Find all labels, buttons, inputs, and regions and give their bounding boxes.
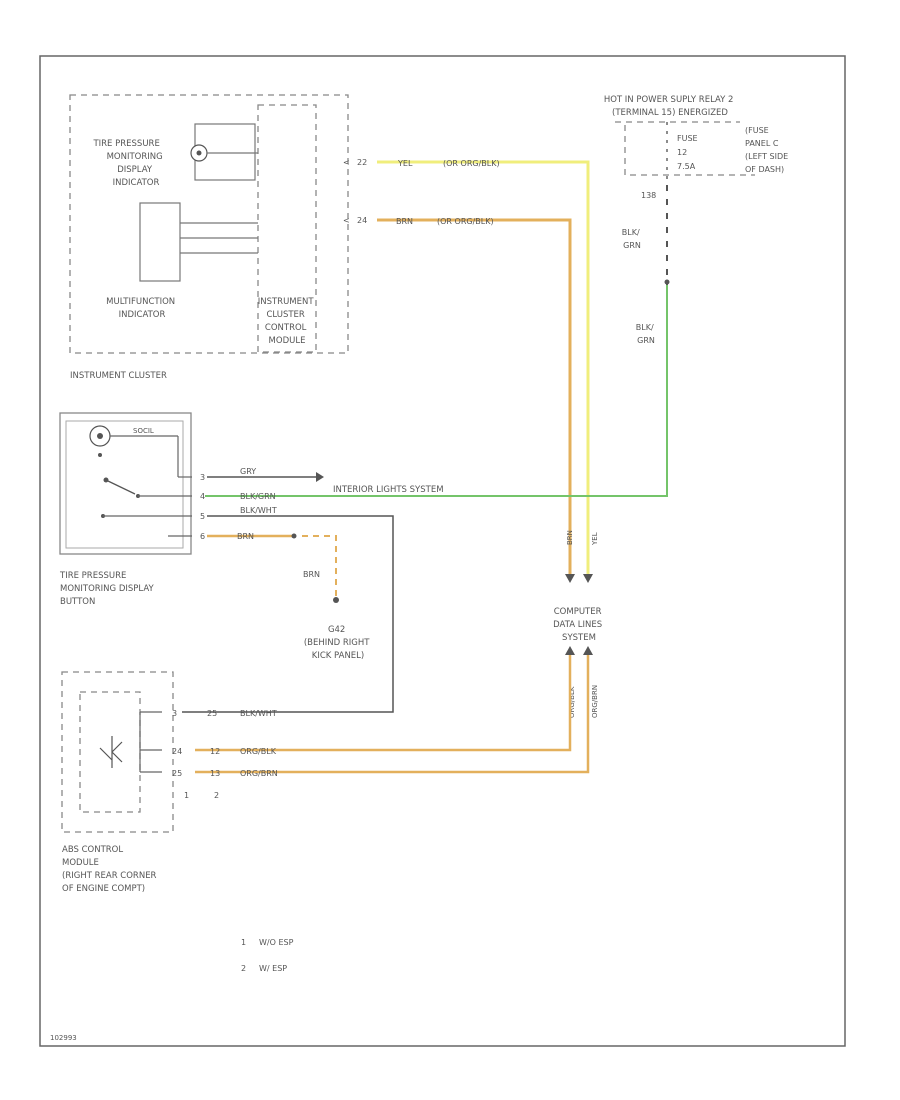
gry-wire-arrow xyxy=(316,472,324,482)
diagram-code: 102993 xyxy=(50,1034,77,1042)
tpms-lamp-icon-core xyxy=(196,150,202,156)
yellow-wire xyxy=(377,160,590,575)
tpms-display-button: SOCIL 3 4 5 6 TIRE PRESSURE MONITORING D… xyxy=(59,412,205,607)
cluster-control-module-outline xyxy=(257,104,317,353)
abs-pin-2: 24 xyxy=(172,747,182,756)
tpms-indicator-label: TIRE PRESSURE MONITORING DISPLAY INDICAT… xyxy=(92,139,165,188)
button-wires: GRY BLK/GRN BLK/WHT BRN BRN G42 (BEHIND … xyxy=(182,467,394,713)
ground-point xyxy=(333,597,339,603)
yellow-wire-alt: (OR ORG/BLK) xyxy=(443,159,500,168)
connector-out-left-arrow xyxy=(565,646,575,655)
fuse-panel-location: (FUSE PANEL C (LEFT SIDE OF DASH) xyxy=(745,126,791,174)
abs-module-outline xyxy=(61,671,174,833)
button-pin-2: 4 xyxy=(200,492,205,501)
button-lamp-label: SOCIL xyxy=(133,427,154,435)
blk-wht-wire xyxy=(182,515,394,713)
abs-control-module: 3 24 25 25 12 13 BLK/WHT ORG/BLK ORG/BRN… xyxy=(61,671,278,894)
multifunction-indicator-label: MULTIFUNCTION INDICATOR xyxy=(106,297,178,320)
abs-column-1: 1 xyxy=(184,791,189,800)
abs-pin-3-alt: 13 xyxy=(210,769,220,778)
abs-w2-label: ORG/BLK xyxy=(240,747,277,756)
cluster-pin-top: 22 xyxy=(357,158,367,167)
abs-pin-1: 3 xyxy=(172,709,177,718)
legend: 1 W/O ESP 2 W/ ESP xyxy=(241,938,294,973)
interior-lights-label: INTERIOR LIGHTS SYSTEM xyxy=(333,485,444,495)
button-lamp-terminal xyxy=(98,453,102,457)
cluster-pin-bottom: 24 xyxy=(357,216,367,225)
power-supply: HOT IN POWER SUPLY RELAY 2 (TERMINAL 15)… xyxy=(604,95,791,345)
computer-data-lines: BRN YEL COMPUTER DATA LINES SYSTEM ORG/B… xyxy=(195,530,605,774)
fuse-label: FUSE 12 7.5A xyxy=(677,134,700,171)
connector-in-right-arrow xyxy=(583,574,593,583)
connector-in-right-label: YEL xyxy=(591,532,599,546)
abs-pin-3: 25 xyxy=(172,769,182,778)
power-supply-label: HOT IN POWER SUPLY RELAY 2 (TERMINAL 15)… xyxy=(604,95,736,118)
legend-text-2: W/ ESP xyxy=(259,964,287,973)
abs-pin-2-alt: 12 xyxy=(210,747,220,756)
connector-out-right-label: ORG/BRN xyxy=(591,685,599,718)
gry-wire-label: GRY xyxy=(240,467,256,476)
cluster-pin-arrow-top: < xyxy=(343,158,350,167)
power-wire-color-1: BLK/ GRN xyxy=(622,228,642,250)
connector-in-left-label: BRN xyxy=(566,530,574,545)
connector-out-left-label: ORG/BLK xyxy=(568,686,576,718)
instrument-cluster: TIRE PRESSURE MONITORING DISPLAY INDICAT… xyxy=(69,94,367,381)
blk-grn-wire-label: BLK/GRN xyxy=(240,492,276,501)
instrument-cluster-name: INSTRUMENT CLUSTER xyxy=(70,371,167,381)
brn-wire-splice xyxy=(291,533,297,539)
abs-w3-label: ORG/BRN xyxy=(240,769,278,778)
tpms-button-outline xyxy=(59,412,192,555)
legend-number-2: 2 xyxy=(241,964,246,973)
switch-contact-left xyxy=(103,477,109,483)
tpms-button-name: TIRE PRESSURE MONITORING DISPLAY BUTTON xyxy=(59,571,156,607)
blk-wht-wire-label: BLK/WHT xyxy=(240,506,277,515)
multifunction-indicator-box xyxy=(139,202,181,282)
abs-module-name: ABS CONTROL MODULE (RIGHT REAR CORNER OF… xyxy=(62,845,159,894)
brn-wire-label: BRN xyxy=(237,532,254,541)
connector-in-left-arrow xyxy=(565,574,575,583)
abs-pin-1-alt: 25 xyxy=(207,709,217,718)
abs-column-2: 2 xyxy=(214,791,219,800)
ground-wire-label: BRN xyxy=(303,570,320,579)
abs-transceiver-symbol xyxy=(99,736,123,768)
ground-wire xyxy=(302,535,337,598)
circuit-number: 138 xyxy=(641,191,656,200)
connector-out-right-arrow xyxy=(583,646,593,655)
cluster-pin-arrow-bottom: < xyxy=(343,216,350,225)
diagram-frame xyxy=(39,55,846,1047)
org-brn-wire xyxy=(195,655,590,774)
org-blk-wire xyxy=(195,655,572,752)
data-lines-name: COMPUTER DATA LINES SYSTEM xyxy=(553,607,605,643)
cluster-control-module-label: INSTRUMENT CLUSTER CONTROL MODULE xyxy=(258,297,317,346)
fuse-panel-outline xyxy=(624,125,755,176)
button-lamp-icon-core xyxy=(97,433,103,439)
orange-wire xyxy=(377,218,572,575)
abs-w1-label: BLK/WHT xyxy=(240,709,277,718)
ground-label: G42 (BEHIND RIGHT KICK PANEL) xyxy=(304,625,372,661)
orange-wire-color: BRN xyxy=(396,217,413,226)
yellow-wire-color: YEL xyxy=(397,159,413,168)
button-pin-4: 6 xyxy=(200,532,205,541)
legend-number-1: 1 xyxy=(241,938,246,947)
abs-module-inner xyxy=(79,691,141,813)
instrument-cluster-outline xyxy=(69,94,349,354)
tpms-button-inner xyxy=(65,420,184,549)
switch-lever xyxy=(107,480,136,495)
power-wire-color-2: BLK/ GRN xyxy=(636,323,656,345)
button-pin-3: 5 xyxy=(200,512,205,521)
button-pin-1: 3 xyxy=(200,473,205,482)
power-splice xyxy=(664,279,670,285)
green-wire xyxy=(205,285,668,497)
cluster-wires: YEL (OR ORG/BLK) BRN (OR ORG/BLK) xyxy=(377,159,590,575)
orange-wire-alt: (OR ORG/BLK) xyxy=(437,217,494,226)
legend-text-1: W/O ESP xyxy=(259,938,294,947)
